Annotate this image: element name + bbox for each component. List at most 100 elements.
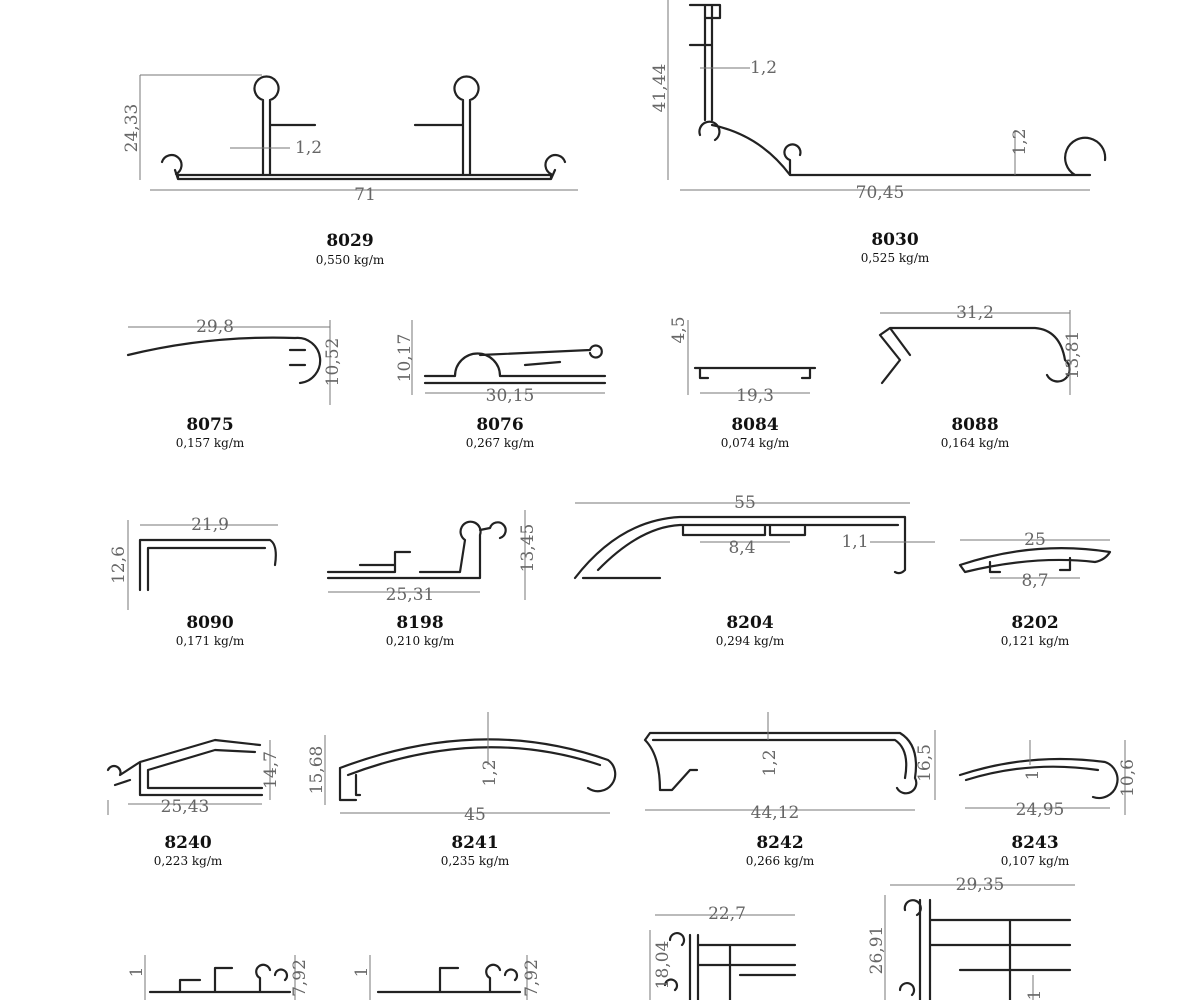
dim-8029-1: 1,2 (295, 138, 322, 158)
code-8243: 8243 (1011, 833, 1058, 853)
dim-8204-2: 1,1 (841, 532, 868, 552)
partial-profile-4: 29,35 26,91 1 (867, 875, 1075, 1000)
partial-profile-2: 1 7,92 (352, 955, 542, 1000)
dim-8076-0: 10,17 (395, 334, 415, 383)
code-8075: 8075 (186, 415, 233, 435)
dim-8202-0: 25 (1024, 530, 1046, 550)
partial-dim-2: 1 (352, 967, 372, 978)
dim-8088-1: 13,81 (1063, 331, 1083, 380)
dim-8242-1: 16,5 (915, 744, 935, 782)
dim-8075-1: 10,52 (323, 338, 343, 387)
weight-8076: 0,267 kg/m (466, 436, 535, 450)
profile-8075-outline (126, 336, 322, 385)
code-8198: 8198 (396, 613, 443, 633)
dim-8240-0: 25,43 (161, 797, 210, 817)
profile-8202-outline (958, 547, 1112, 574)
profile-8075: 29,8 10,52 8075 0,157 kg/m (126, 317, 343, 450)
dim-8198-1: 25,31 (386, 585, 435, 605)
weight-8075: 0,157 kg/m (176, 436, 245, 450)
profile-8030: 41,44 1,2 1,2 70,45 8030 0,525 kg/m (650, 0, 1107, 265)
partial-profile-4-outline (898, 898, 1072, 1000)
weight-8029: 0,550 kg/m (316, 253, 385, 267)
weight-8198: 0,210 kg/m (386, 634, 455, 648)
code-8088: 8088 (951, 415, 998, 435)
code-8202: 8202 (1011, 613, 1058, 633)
profile-8202: 25 8,7 8202 0,121 kg/m (958, 530, 1112, 648)
code-8076: 8076 (476, 415, 523, 435)
partial-profile-1-outline (148, 963, 292, 994)
dim-8240-1: 14,7 (261, 751, 281, 789)
weight-8241: 0,235 kg/m (441, 854, 510, 868)
dim-8084-1: 19,3 (736, 386, 774, 406)
profile-8243: 1 10,6 24,95 8243 0,107 kg/m (958, 740, 1138, 868)
dim-8204-1: 8,4 (728, 538, 755, 558)
code-8242: 8242 (756, 833, 803, 853)
profile-8029: 24,33 1,2 71 8029 0,550 kg/m (122, 74, 578, 267)
weight-8242: 0,266 kg/m (746, 854, 815, 868)
partial-profile-3: 22,7 18,04 (649, 904, 797, 1000)
weight-8030: 0,525 kg/m (861, 251, 930, 265)
profile-8242-outline (643, 731, 918, 795)
partial-profile-1: 1 7,92 (127, 955, 310, 1000)
profile-8241: 15,68 1,2 45 8241 0,235 kg/m (307, 712, 617, 868)
partial-dim-5: 18,04 (653, 941, 673, 990)
code-8029: 8029 (326, 231, 373, 251)
dim-8030-2: 1,2 (1010, 128, 1030, 155)
partial-dim-3: 7,92 (522, 959, 542, 997)
dim-8030-0: 41,44 (650, 64, 670, 113)
dim-8243-1: 10,6 (1118, 759, 1138, 797)
profile-8204-outline (573, 515, 907, 580)
dim-8088-0: 31,2 (956, 303, 994, 323)
dim-8243-2: 24,95 (1016, 800, 1065, 820)
code-8241: 8241 (451, 833, 498, 853)
profile-8084-outline (693, 366, 817, 380)
dim-8241-1: 1,2 (480, 759, 500, 786)
dim-8090-1: 12,6 (109, 546, 129, 584)
profile-8242: 1,2 16,5 44,12 8242 0,266 kg/m (643, 712, 936, 868)
profile-8204: 55 8,4 1,1 8204 0,294 kg/m (573, 493, 935, 648)
profile-8076: 10,17 30,15 8076 0,267 kg/m (395, 320, 607, 450)
profile-8029-outline (160, 75, 567, 181)
weight-8243: 0,107 kg/m (1001, 854, 1070, 868)
partial-dim-8: 1 (1025, 990, 1045, 1000)
weight-8088: 0,164 kg/m (941, 436, 1010, 450)
dim-8030-3: 70,45 (856, 183, 905, 203)
code-8240: 8240 (164, 833, 211, 853)
dim-8030-1: 1,2 (750, 58, 777, 78)
dim-8076-1: 30,15 (486, 386, 535, 406)
dim-8242-2: 44,12 (751, 803, 800, 823)
dim-8243-0: 1 (1023, 770, 1043, 781)
profile-8090: 21,9 12,6 8090 0,171 kg/m (109, 515, 278, 648)
code-8084: 8084 (731, 415, 778, 435)
code-8030: 8030 (871, 230, 918, 250)
profile-8198: 13,45 25,31 8198 0,210 kg/m (326, 510, 538, 648)
dim-8198-0: 13,45 (518, 524, 538, 573)
partial-dim-7: 26,91 (867, 926, 887, 975)
code-8090: 8090 (186, 613, 233, 633)
dim-8242-0: 1,2 (760, 749, 780, 776)
partial-dim-1: 7,92 (290, 959, 310, 997)
dim-8075-0: 29,8 (196, 317, 234, 337)
profile-8198-outline (326, 520, 507, 580)
dim-8241-0: 15,68 (307, 746, 327, 795)
weight-8090: 0,171 kg/m (176, 634, 245, 648)
dim-8090-0: 21,9 (191, 515, 229, 535)
profile-8088-outline (878, 326, 1071, 385)
weight-8204: 0,294 kg/m (716, 634, 785, 648)
dim-8084-0: 4,5 (669, 316, 689, 343)
dim-8029-0: 24,33 (122, 104, 142, 153)
profile-8030-outline (688, 3, 1107, 177)
profile-8076-outline (423, 344, 607, 385)
partial-dim-0: 1 (127, 967, 147, 978)
weight-8202: 0,121 kg/m (1001, 634, 1070, 648)
dim-8202-1: 8,7 (1021, 571, 1048, 591)
dim-8204-0: 55 (734, 493, 756, 513)
partial-profile-2-outline (376, 963, 522, 994)
profile-8240: 25,43 14,7 8240 0,223 kg/m (106, 738, 281, 868)
profile-8240-outline (106, 738, 264, 797)
profile-8090-outline (138, 538, 277, 592)
code-8204: 8204 (726, 613, 773, 633)
dim-8029-2: 71 (354, 185, 376, 205)
dim-8241-2: 45 (464, 805, 486, 825)
